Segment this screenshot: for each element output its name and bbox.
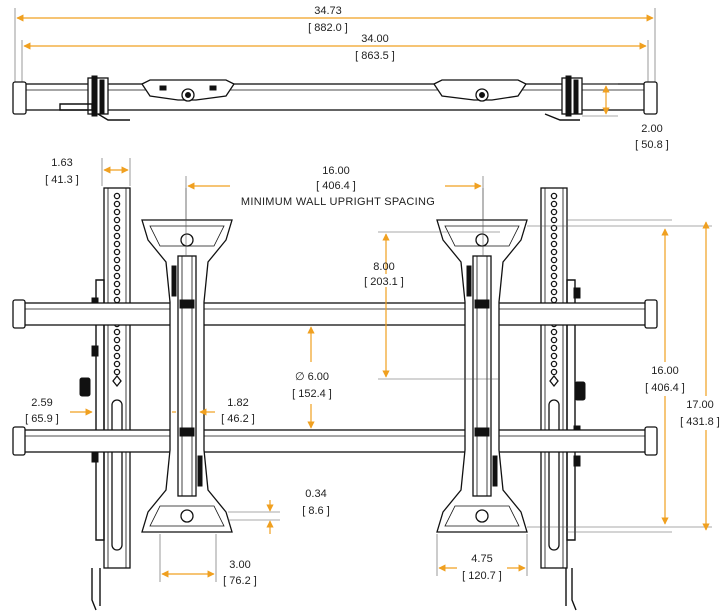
upright-diamond-hole xyxy=(549,374,559,388)
upright-hole xyxy=(550,208,558,216)
rail-spacing-mm: [ 152.4 ] xyxy=(292,388,332,400)
upright-hole xyxy=(113,296,121,304)
upper-rail xyxy=(12,299,658,329)
front-view: 1.63 [ 41.3 ] 16.00 [ 406.4 ] MINIMUM WA… xyxy=(12,157,722,611)
upright-hole xyxy=(113,352,121,360)
lower-rail xyxy=(12,426,658,456)
mount-height-mm: [ 406.4 ] xyxy=(645,382,685,394)
mount-height-inches: 16.00 xyxy=(651,365,679,377)
foot-width-mm: [ 76.2 ] xyxy=(223,575,257,587)
overall-height-inches: 17.00 xyxy=(686,399,714,411)
upright-hole xyxy=(113,360,121,368)
upright-hole xyxy=(550,200,558,208)
upright-hole xyxy=(113,344,121,352)
top-rail xyxy=(19,83,653,111)
upright-hole xyxy=(550,232,558,240)
upright-hole xyxy=(550,216,558,224)
lip-inches: 0.34 xyxy=(305,488,326,500)
half-height-inches: 8.00 xyxy=(373,261,394,273)
plate-width-inches: 4.75 xyxy=(471,553,492,565)
upright-hole xyxy=(113,256,121,264)
depth-inches: 2.00 xyxy=(641,123,662,135)
upright-hole xyxy=(113,248,121,256)
side-offset-inches: 2.59 xyxy=(31,397,52,409)
upright-hole xyxy=(113,368,121,376)
upright-hole xyxy=(550,264,558,272)
upright-hole xyxy=(550,272,558,280)
upright-hole xyxy=(550,296,558,304)
upright-hole xyxy=(550,368,558,376)
upright-hole xyxy=(113,264,121,272)
upright-hole xyxy=(113,192,121,200)
right-wall-upright xyxy=(540,187,586,611)
depth-mm: [ 50.8 ] xyxy=(635,139,669,151)
upright-hole xyxy=(550,240,558,248)
upright-width-inches: 1.63 xyxy=(51,157,72,169)
upright-hole xyxy=(550,280,558,288)
upright-hole xyxy=(113,232,121,240)
upright-hole xyxy=(113,216,121,224)
upright-width-mm: [ 41.3 ] xyxy=(45,174,79,186)
upright-hole xyxy=(113,288,121,296)
upright-hole xyxy=(550,288,558,296)
rail-spacing-inches: ∅ 6.00 xyxy=(295,371,329,383)
upright-hole xyxy=(550,248,558,256)
upright-diamond-hole xyxy=(112,374,122,388)
left-wall-upright xyxy=(79,187,131,611)
upright-hole xyxy=(550,224,558,232)
bracket-offset-inches: 1.82 xyxy=(227,397,248,409)
upright-hole xyxy=(550,352,558,360)
foot-width-inches: 3.00 xyxy=(229,559,250,571)
upright-hole xyxy=(113,224,121,232)
left-display-bracket xyxy=(141,219,233,533)
min-spacing-inches: 16.00 xyxy=(322,165,350,177)
right-mount-plate xyxy=(433,79,527,102)
plate-width-mm: [ 120.7 ] xyxy=(462,570,502,582)
right-end-cap xyxy=(643,81,658,115)
overall-width-mm: [ 882.0 ] xyxy=(308,22,348,34)
arm-width-mm: [ 863.5 ] xyxy=(355,50,395,62)
upright-hole xyxy=(113,200,121,208)
upright-hole xyxy=(113,280,121,288)
upright-hole xyxy=(113,328,121,336)
upright-hole xyxy=(113,240,121,248)
upright-hole xyxy=(550,328,558,336)
bracket-offset-mm: [ 46.2 ] xyxy=(221,413,255,425)
lip-mm: [ 8.6 ] xyxy=(302,505,330,517)
top-view: 34.73 [ 882.0 ] 34.00 [ 863.5 ] xyxy=(12,3,669,151)
upright-hole xyxy=(550,344,558,352)
side-offset-mm: [ 65.9 ] xyxy=(25,413,59,425)
upright-hole xyxy=(113,272,121,280)
arm-width-inches: 34.00 xyxy=(361,33,389,45)
upright-hole xyxy=(113,336,121,344)
left-clamp-assembly xyxy=(59,75,130,121)
right-display-bracket xyxy=(436,219,528,533)
overall-width-inches: 34.73 xyxy=(314,5,342,17)
right-clamp-assembly xyxy=(544,75,583,121)
left-end-cap xyxy=(12,81,27,115)
half-height-mm: [ 203.1 ] xyxy=(364,276,404,288)
upright-hole xyxy=(550,336,558,344)
min-spacing-mm: [ 406.4 ] xyxy=(316,180,356,192)
upright-hole xyxy=(550,192,558,200)
left-mount-plate xyxy=(141,79,235,102)
upright-hole xyxy=(550,360,558,368)
spacing-caption: MINIMUM WALL UPRIGHT SPACING xyxy=(241,196,435,208)
overall-height-mm: [ 431.8 ] xyxy=(680,416,720,428)
upright-hole xyxy=(550,256,558,264)
upright-hole xyxy=(113,208,121,216)
